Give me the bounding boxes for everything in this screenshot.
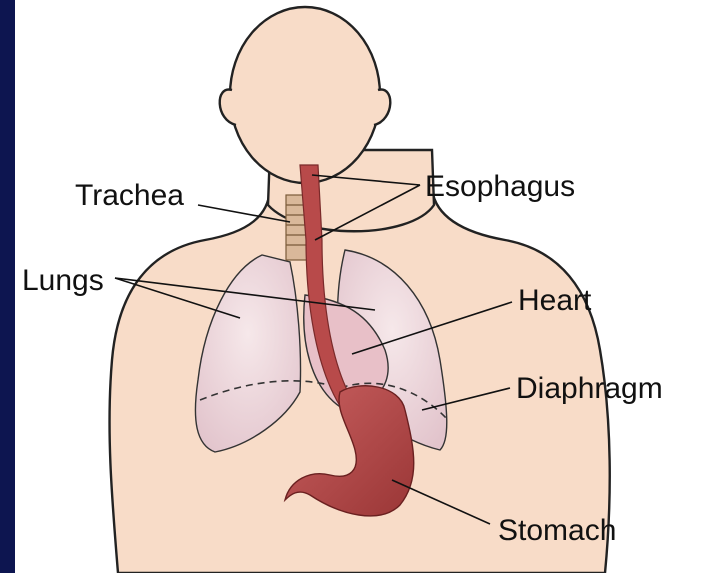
label-stomach: Stomach xyxy=(498,514,616,547)
label-lungs: Lungs xyxy=(22,264,104,297)
label-esophagus: Esophagus xyxy=(425,170,575,203)
label-diaphragm: Diaphragm xyxy=(516,372,663,405)
label-heart: Heart xyxy=(518,284,592,317)
head xyxy=(230,7,380,183)
label-trachea: Trachea xyxy=(75,179,184,212)
